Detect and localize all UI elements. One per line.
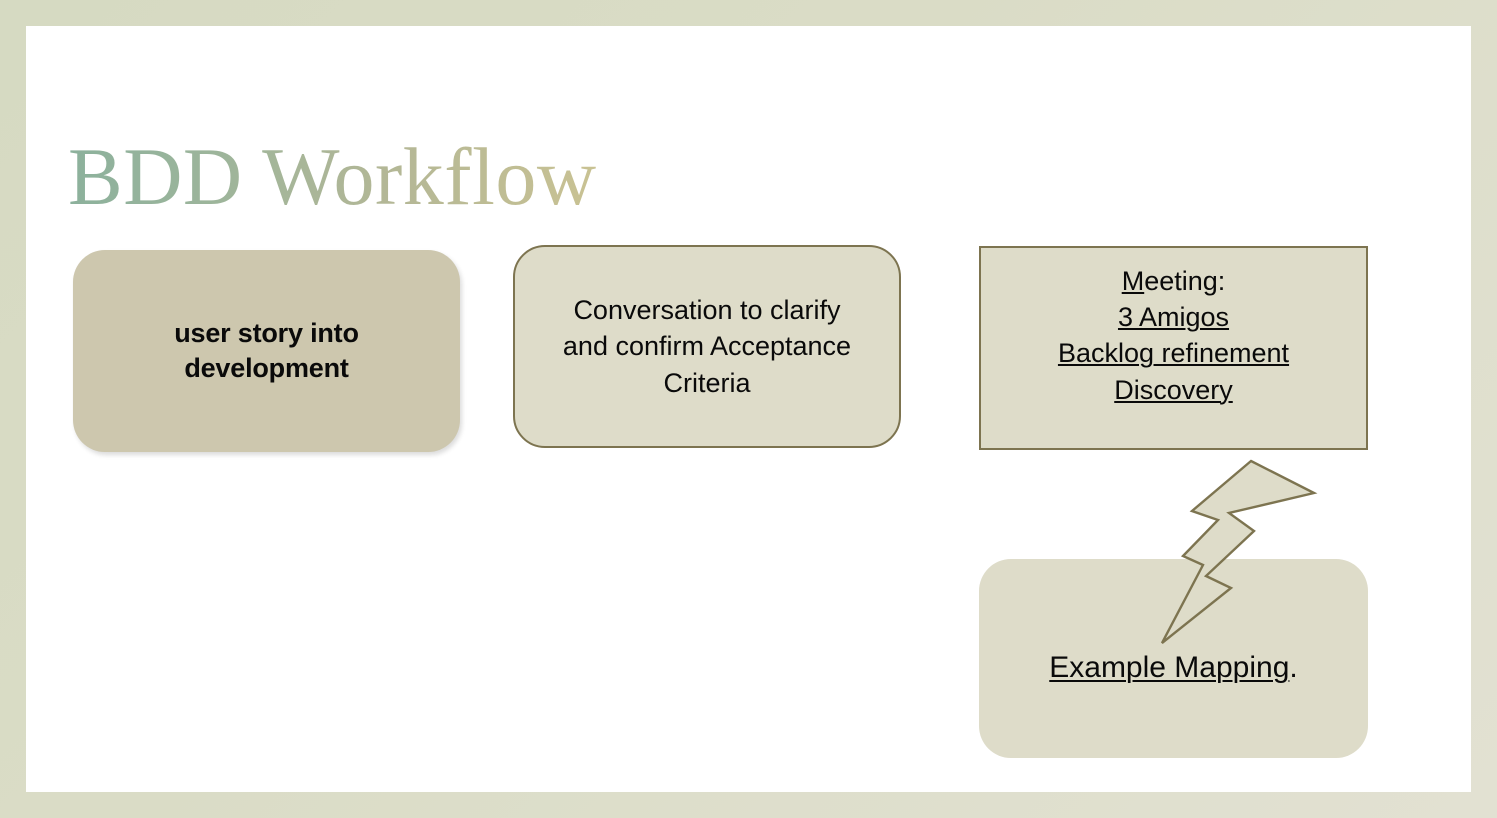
box-example-mapping-label: Example Mapping xyxy=(1049,651,1290,684)
box-meeting-line-2: 3 Amigos xyxy=(1117,302,1230,333)
box-meeting-text: Meeting: 3 Amigos Backlog refinement Dis… xyxy=(981,248,1366,408)
box-meeting-line-3: Backlog refinement xyxy=(1057,338,1290,369)
box-meeting-line-4: Discovery xyxy=(1114,374,1233,405)
box-user-story-line-1: user story into xyxy=(174,318,359,349)
box-conversation-line-3: Criteria xyxy=(663,367,751,398)
box-meeting-line-1-rest: eeting: xyxy=(1144,266,1226,296)
page-title: BDD Workflow xyxy=(68,130,597,222)
box-meeting-line-1-initial: M xyxy=(1121,266,1145,296)
box-meeting[interactable]: Meeting: 3 Amigos Backlog refinement Dis… xyxy=(979,246,1368,450)
slide-canvas: BDD Workflow user story into development… xyxy=(26,26,1471,792)
box-example-mapping-text: Example Mapping. xyxy=(979,630,1368,687)
box-example-mapping[interactable]: Example Mapping. xyxy=(979,559,1368,758)
box-user-story[interactable]: user story into development xyxy=(73,250,460,452)
box-example-mapping-suffix: . xyxy=(1289,651,1298,684)
box-conversation-line-2: and confirm Acceptance xyxy=(562,331,852,362)
box-user-story-text: user story into development xyxy=(73,316,460,385)
box-conversation[interactable]: Conversation to clarify and confirm Acce… xyxy=(513,245,901,448)
box-conversation-line-1: Conversation to clarify xyxy=(573,295,841,326)
box-conversation-text: Conversation to clarify and confirm Acce… xyxy=(515,292,899,401)
box-user-story-line-2: development xyxy=(184,353,349,383)
